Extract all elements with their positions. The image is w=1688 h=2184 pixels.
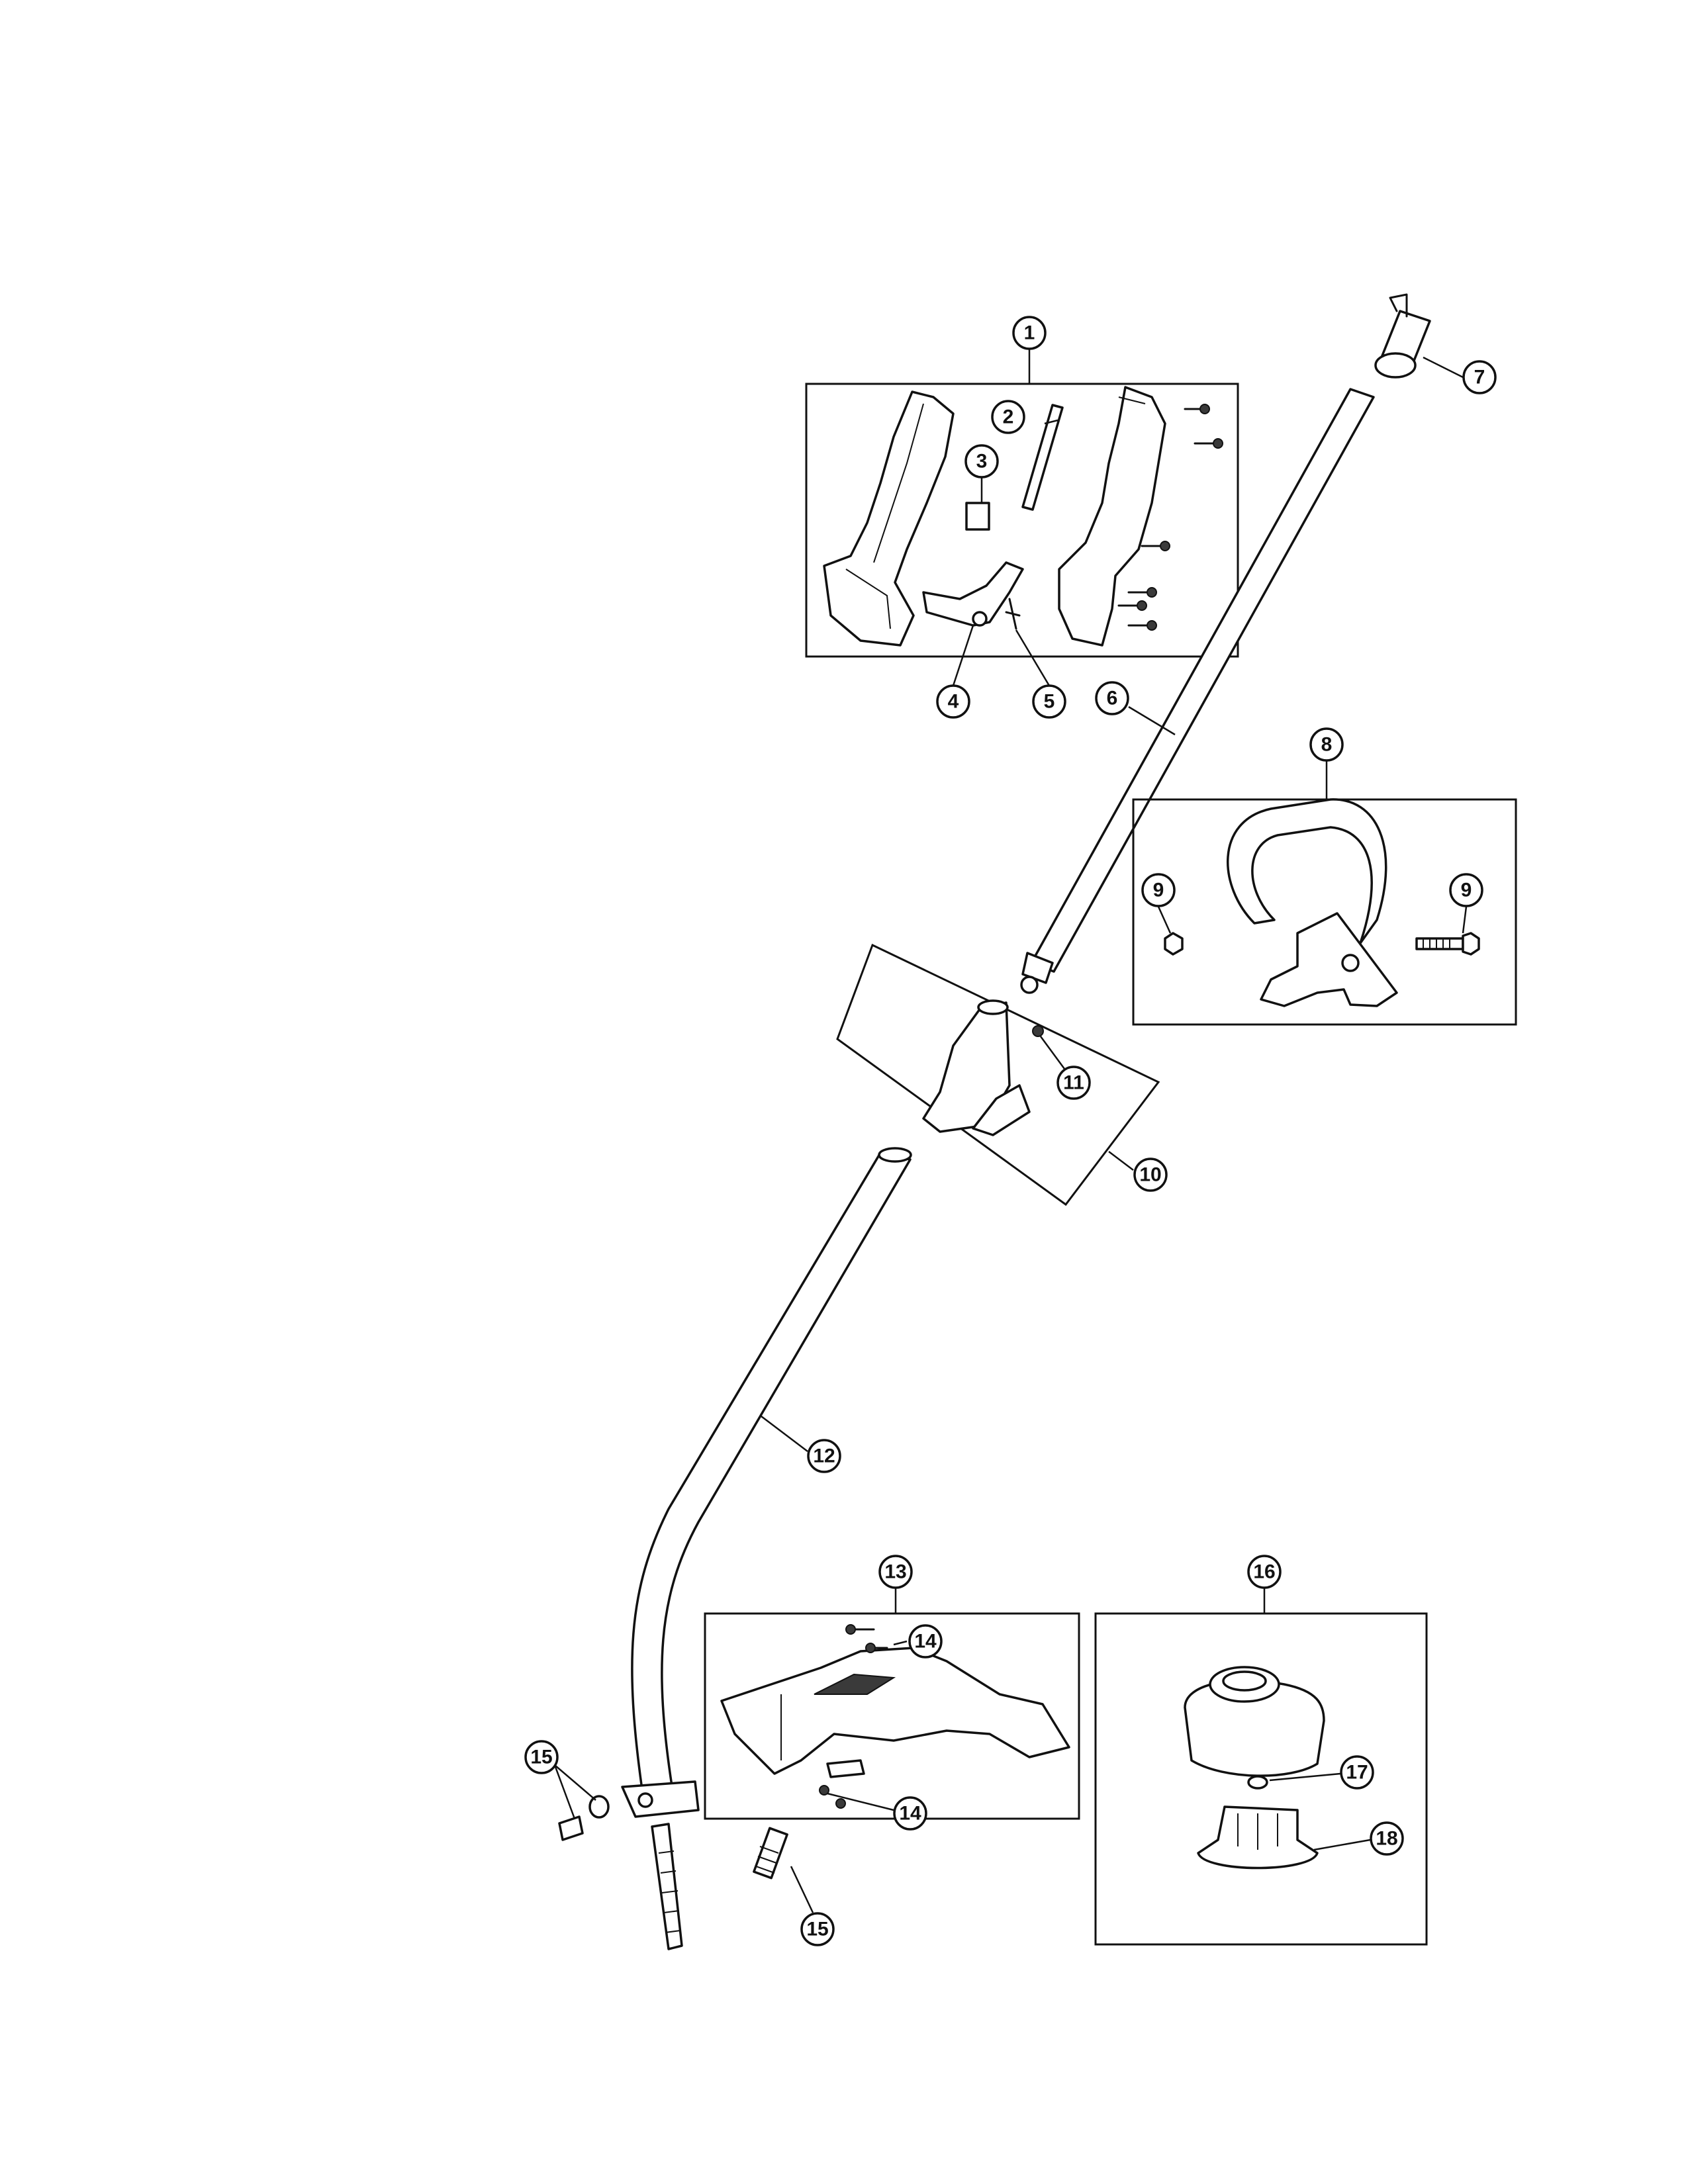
- coupler-box: [836, 943, 1160, 1206]
- callout-10: 10: [1133, 1158, 1168, 1192]
- trigger-spring: [1005, 598, 1021, 630]
- callout-18: 18: [1370, 1821, 1404, 1856]
- callout-5: 5: [1032, 684, 1066, 719]
- svg-text:18: 18: [1376, 1828, 1397, 1850]
- callout-4: 4: [936, 684, 970, 719]
- callout-9-left: 9: [1141, 873, 1176, 907]
- shaft-top-cap: [1374, 293, 1431, 379]
- callout-15-bottom: 15: [800, 1912, 835, 1946]
- callout-15-left: 15: [524, 1740, 559, 1774]
- callout-2: 2: [991, 400, 1025, 434]
- callout-3: 3: [964, 444, 999, 478]
- coupler-body: [922, 1001, 1011, 1133]
- callout-16: 16: [1247, 1555, 1282, 1589]
- ignition-switch: [965, 502, 990, 531]
- guard-assembly-box: [704, 1612, 1080, 1820]
- j-handle-loop: [1226, 798, 1387, 944]
- spool-washer: [1247, 1775, 1268, 1790]
- coupler-nut: [1032, 1025, 1044, 1037]
- line-cutter-blade: [826, 1759, 865, 1778]
- svg-text:16: 16: [1253, 1561, 1275, 1583]
- handle-assembly-group: [805, 383, 1239, 658]
- callout-14-bottom: 14: [893, 1796, 927, 1831]
- svg-text:14: 14: [899, 1803, 921, 1825]
- svg-text:10: 10: [1139, 1164, 1161, 1186]
- guard-screws: [819, 1624, 888, 1809]
- wing-nut-and-washer: [558, 1795, 610, 1841]
- callout-8: 8: [1309, 727, 1344, 762]
- svg-text:11: 11: [1063, 1072, 1084, 1094]
- handle-bolt: [1415, 932, 1480, 956]
- svg-text:13: 13: [884, 1561, 906, 1583]
- shaft-clamp: [621, 1780, 700, 1818]
- coupler-knob: [972, 1084, 1031, 1136]
- trimmer-head-box: [1094, 1612, 1428, 1946]
- callout-6: 6: [1095, 681, 1129, 715]
- handle-screws: [1117, 404, 1223, 631]
- svg-text:1: 1: [1024, 322, 1035, 344]
- coupler-group: [836, 943, 1160, 1206]
- callout-1: 1: [1012, 316, 1047, 350]
- svg-text:3: 3: [976, 451, 988, 473]
- callout-9-right: 9: [1449, 873, 1483, 907]
- handle-nut: [1164, 932, 1184, 956]
- svg-text:6: 6: [1107, 688, 1118, 709]
- callout-11: 11: [1056, 1066, 1091, 1100]
- callout-7: 7: [1462, 360, 1497, 394]
- svg-text:7: 7: [1474, 367, 1485, 388]
- svg-text:5: 5: [1044, 691, 1055, 713]
- flex-shaft-threaded-end: [651, 1823, 683, 1950]
- switch-rod: [1021, 404, 1064, 511]
- svg-text:12: 12: [813, 1445, 835, 1467]
- svg-text:9: 9: [1461, 880, 1472, 901]
- svg-text:14: 14: [914, 1631, 937, 1653]
- leader-lines: [553, 349, 1468, 1913]
- debris-guard: [720, 1647, 1070, 1775]
- right-handle-half: [1058, 386, 1166, 647]
- svg-text:2: 2: [1003, 406, 1014, 428]
- callout-17: 17: [1340, 1755, 1374, 1790]
- svg-text:15: 15: [530, 1747, 552, 1768]
- assist-handle-group: [1132, 798, 1517, 1026]
- handle-assembly-box: [805, 383, 1239, 658]
- trimmer-head-group: [1094, 1612, 1428, 1946]
- guard-bolt: [753, 1827, 788, 1880]
- svg-text:8: 8: [1321, 734, 1333, 756]
- svg-text:15: 15: [806, 1919, 828, 1940]
- guard-assembly-group: [704, 1612, 1080, 1820]
- handle-clamp: [1260, 912, 1398, 1007]
- upper-drive-shaft: [1030, 388, 1375, 973]
- svg-text:17: 17: [1346, 1762, 1368, 1784]
- callout-14-top: 14: [908, 1624, 943, 1659]
- callout-12: 12: [807, 1439, 841, 1473]
- shaft-coupler-end: [1021, 952, 1054, 984]
- callout-13: 13: [878, 1555, 913, 1589]
- svg-text:9: 9: [1153, 880, 1164, 901]
- throttle-trigger: [922, 561, 1024, 627]
- svg-text:4: 4: [948, 691, 959, 713]
